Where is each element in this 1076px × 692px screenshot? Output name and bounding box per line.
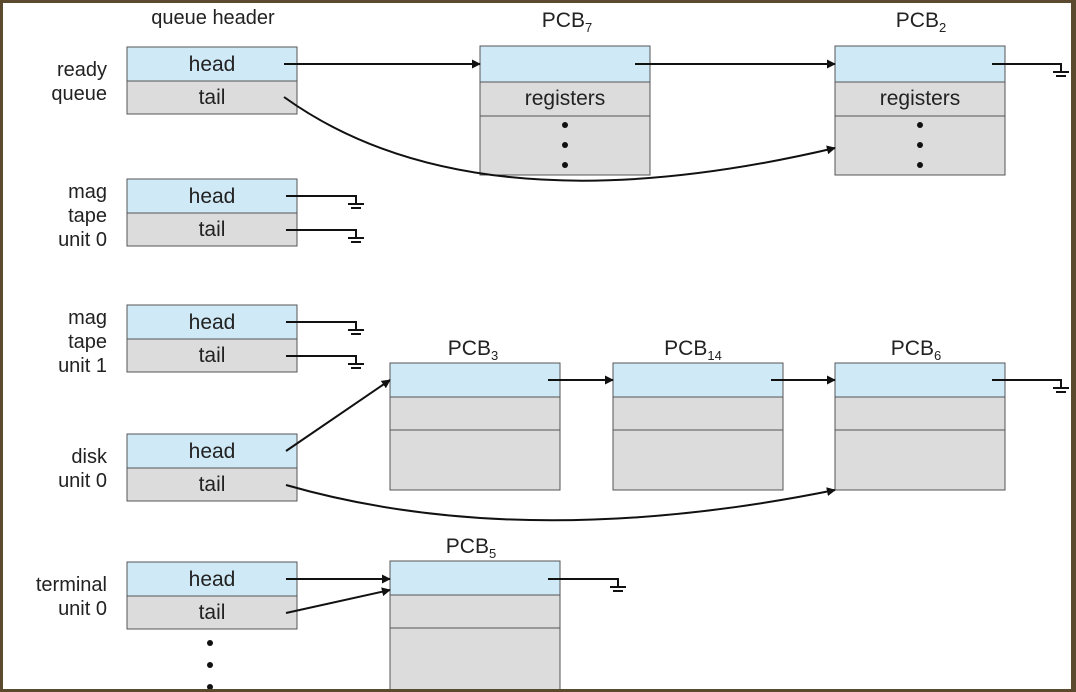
diagram-frame: queue header ready queue head tail mag t… [3,3,1071,689]
pcb-registers-field [479,81,651,117]
pcb-field [612,396,784,431]
more-queues-ellipsis [207,640,213,689]
queue-header-title: queue header [151,7,275,29]
ellipsis-dot [917,162,923,168]
ellipsis-dot [562,122,568,128]
ellipsis-dot [562,142,568,148]
null-pointer-icon [286,321,364,335]
pcb-title: PCB5 [446,535,496,561]
queue-label-line: unit 0 [58,470,107,492]
queue-label-line: unit 0 [58,598,107,620]
pcb-pointer-field [389,362,561,398]
pcb-pointer-field [479,45,651,83]
queue-mag-tape-unit-0: mag tape unit 0 head tail [58,178,298,251]
pcb-body [834,429,1006,491]
pcb-body [612,429,784,491]
tail-label: tail [199,218,226,241]
head-label: head [189,311,236,334]
head-label: head [189,440,236,463]
head-label: head [189,53,236,76]
queue-label-line: tape [68,331,107,353]
null-pointer-icon [286,355,364,369]
pcb-title: PCB14 [664,337,722,363]
ready-tail-to-pcb2-arrow [283,96,836,182]
queue-disk-unit-0: disk unit 0 head tail [58,433,298,502]
queue-terminal-unit-0: terminal unit 0 head tail [36,561,298,630]
pcb-pointer-field [612,362,784,398]
queue-label-line: ready [57,59,107,81]
pcb-field [389,594,561,629]
disk-tail-to-pcb6-arrow [285,484,836,522]
pcb-14: PCB14 [612,337,784,491]
head-cell [126,46,298,82]
pcb-body [389,429,561,491]
pcb-title: PCB6 [891,337,941,363]
null-pointer-icon [992,63,1069,77]
pcb-title: PCB2 [896,9,946,35]
queue-label-line: queue [51,83,107,105]
tail-label: tail [199,86,226,109]
ellipsis-dot [917,142,923,148]
pcb-field [834,396,1006,431]
tail-cell [126,595,298,630]
pcb-body [389,627,561,689]
pcb-7: PCB7 registers [479,9,651,176]
null-pointer-icon [286,229,364,243]
ellipsis-dot [917,122,923,128]
head-cell [126,178,298,214]
queue-label-line: disk [71,446,108,468]
queue-label-line: terminal [36,574,107,596]
queue-label-line: unit 0 [58,229,107,251]
queue-label-line: unit 1 [58,355,107,377]
queue-mag-tape-unit-1: mag tape unit 1 head tail [58,304,298,377]
registers-label: registers [525,87,606,110]
head-label: head [189,568,236,591]
registers-label: registers [880,87,961,110]
null-pointer-icon [548,578,626,592]
pcb-title: PCB3 [448,337,498,363]
ellipsis-dot [562,162,568,168]
queue-ready: ready queue head tail [51,46,298,115]
tail-cell [126,467,298,502]
pcb-pointer-field [834,362,1006,398]
tail-cell [126,80,298,115]
pcb-pointer-field [834,45,1006,83]
tail-label: tail [199,473,226,496]
pcb-3: PCB3 [389,337,561,491]
null-pointer-icon [992,379,1069,393]
queue-diagram: queue header ready queue head tail mag t… [36,7,1069,689]
null-pointer-icon [286,195,364,209]
terminal-tail-to-pcb5-arrow [285,587,391,614]
pcb-5: PCB5 [389,535,561,689]
pcb-title: PCB7 [542,9,592,35]
pcb-field [389,396,561,431]
pcb-2: PCB2 registers [834,9,1006,176]
tail-label: tail [199,344,226,367]
disk-head-to-pcb3-arrow [285,379,391,452]
head-label: head [189,185,236,208]
pcb-pointer-field [389,560,561,596]
queue-label-line: tape [68,205,107,227]
pcb-6: PCB6 [834,337,1006,491]
tail-cell [126,338,298,373]
queue-label-line: mag [68,307,107,329]
queue-label-line: mag [68,181,107,203]
tail-label: tail [199,601,226,624]
